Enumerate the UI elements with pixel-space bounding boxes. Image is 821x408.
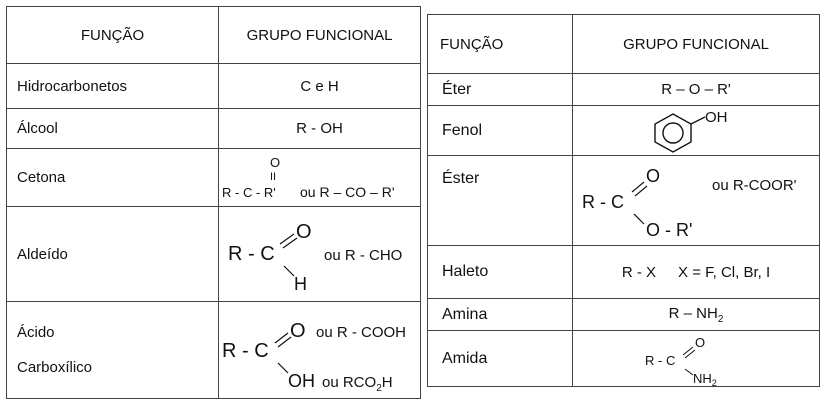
function-alcool: Álcool bbox=[6, 108, 219, 149]
function-amida: Amida bbox=[427, 330, 573, 387]
right-header-row: FUNÇÃO GRUPO FUNCIONAL bbox=[427, 14, 820, 74]
group-hidrocarbonetos: C e H bbox=[218, 63, 421, 109]
row-amida: Amida R - C O NH2 bbox=[427, 330, 820, 388]
amina-subscript: 2 bbox=[717, 313, 724, 325]
function-acido: Ácido Carboxílico bbox=[6, 301, 219, 399]
row-acido: Ácido Carboxílico R - C O OH ou R - COOH… bbox=[6, 301, 421, 399]
acido-bond-o-2 bbox=[277, 336, 291, 348]
amida-bond-n bbox=[684, 368, 694, 375]
amida-bond-o-1 bbox=[682, 346, 694, 355]
group-amida: R - C O NH2 bbox=[572, 330, 820, 388]
group-eter: R – O – R' bbox=[572, 73, 820, 106]
left-header-group: GRUPO FUNCIONAL bbox=[218, 6, 421, 64]
group-fenol: OH bbox=[572, 105, 820, 156]
fenol-bond-oh bbox=[690, 115, 706, 125]
aldeido-structure: R - C O H ou R - CHO bbox=[228, 221, 402, 294]
aldeido-bond-o-1 bbox=[279, 233, 294, 245]
group-amina: R – NH2 bbox=[572, 298, 820, 331]
ester-structure: R - C O O - R' ou R-COOR' bbox=[582, 166, 797, 240]
cetona-alt: ou R – CO – R' bbox=[300, 184, 395, 200]
right-header-group: GRUPO FUNCIONAL bbox=[572, 14, 820, 74]
left-header-row: FUNÇÃO GRUPO FUNCIONAL bbox=[6, 6, 421, 64]
function-aldeido: Aldeído bbox=[6, 206, 219, 302]
ester-or: O - R' bbox=[646, 220, 692, 240]
row-hidrocarbonetos: Hidrocarbonetos C e H bbox=[6, 63, 421, 109]
acido-structure: R - C O OH ou R - COOH ou RCO2H bbox=[222, 320, 406, 394]
aldeido-hydrogen: H bbox=[294, 274, 307, 294]
amida-bond-o-2 bbox=[684, 349, 696, 358]
acido-hydroxyl: OH bbox=[288, 371, 315, 391]
group-ester: R - C O O - R' ou R-COOR' bbox=[572, 155, 820, 246]
amida-structure: R - C O NH2 bbox=[645, 335, 717, 388]
function-ester: Éster bbox=[427, 155, 573, 246]
row-fenol: Fenol OH bbox=[427, 105, 820, 156]
row-cetona: Cetona O II R - C - R' ou R – CO – R' bbox=[6, 148, 421, 207]
amina-formula: R – NH bbox=[668, 304, 718, 322]
ester-oxygen: O bbox=[646, 166, 660, 186]
acido-bond-o-1 bbox=[274, 332, 288, 344]
function-amina: Amina bbox=[427, 298, 573, 331]
cetona-oxygen: O bbox=[270, 155, 280, 170]
cetona-double-bond: II bbox=[270, 171, 276, 183]
function-eter: Éter bbox=[427, 73, 573, 106]
function-acido-line2: Carboxílico bbox=[17, 359, 93, 376]
function-hidrocarbonetos: Hidrocarbonetos bbox=[6, 63, 219, 109]
group-alcool: R - OH bbox=[218, 108, 421, 149]
row-amina: Amina R – NH2 bbox=[427, 298, 820, 331]
fenol-structure: OH bbox=[654, 109, 728, 153]
group-haleto: R - X X = F, Cl, Br, I bbox=[572, 245, 820, 299]
function-acido-line1: Ácido bbox=[17, 324, 55, 341]
ester-bond-o-1 bbox=[631, 181, 645, 192]
benzene-ring-icon bbox=[654, 112, 692, 153]
aldeido-alt: ou R - CHO bbox=[324, 247, 402, 264]
cetona-structure: O II R - C - R' ou R – CO – R' bbox=[222, 155, 395, 200]
right-functions-table: FUNÇÃO GRUPO FUNCIONAL Éter R – O – R' F… bbox=[427, 14, 820, 388]
function-fenol: Fenol bbox=[427, 105, 573, 156]
row-alcool: Álcool R - OH bbox=[6, 108, 421, 149]
haleto-formula: R - X bbox=[621, 263, 657, 281]
acido-oxygen: O bbox=[290, 320, 306, 342]
ester-bond-or bbox=[633, 213, 645, 224]
group-aldeido: R - C O H ou R - CHO bbox=[218, 206, 421, 302]
ester-bond-o-2 bbox=[634, 185, 648, 196]
function-haleto: Haleto bbox=[427, 245, 573, 299]
left-functions-table: FUNÇÃO GRUPO FUNCIONAL Hidrocarbonetos C… bbox=[6, 6, 421, 399]
ester-rc: R - C bbox=[582, 192, 624, 212]
row-ester: Éster R - C O O - R' ou R-COOR' bbox=[427, 155, 820, 246]
row-haleto: Haleto R - X X = F, Cl, Br, I bbox=[427, 245, 820, 299]
aldeido-bond-h bbox=[283, 265, 294, 277]
function-cetona: Cetona bbox=[6, 148, 219, 207]
group-cetona: O II R - C - R' ou R – CO – R' bbox=[218, 148, 421, 207]
aldeido-oxygen: O bbox=[296, 221, 312, 243]
right-header-function: FUNÇÃO bbox=[427, 14, 573, 74]
aldeido-bond-o-2 bbox=[282, 237, 297, 249]
acido-alt1: ou R - COOH bbox=[316, 324, 406, 341]
acido-rc: R - C bbox=[222, 340, 269, 362]
acido-alt2: ou RCO2H bbox=[322, 374, 393, 394]
row-aldeido: Aldeído R - C O H ou R - CHO bbox=[6, 206, 421, 302]
haleto-x: X = F, Cl, Br, I bbox=[678, 263, 771, 281]
amida-nh: NH2 bbox=[693, 371, 717, 388]
amida-oxygen: O bbox=[695, 335, 705, 350]
aldeido-rc: R - C bbox=[228, 243, 275, 265]
fenol-hydroxyl: OH bbox=[705, 109, 728, 126]
row-eter: Éter R – O – R' bbox=[427, 73, 820, 106]
acido-bond-oh bbox=[277, 362, 288, 374]
cetona-formula: R - C - R' bbox=[222, 185, 276, 200]
aromatic-circle-icon bbox=[662, 121, 684, 144]
ester-alt: ou R-COOR' bbox=[712, 177, 797, 194]
amida-rc: R - C bbox=[645, 353, 675, 368]
group-acido: R - C O OH ou R - COOH ou RCO2H bbox=[218, 301, 421, 399]
left-header-function: FUNÇÃO bbox=[6, 6, 219, 64]
